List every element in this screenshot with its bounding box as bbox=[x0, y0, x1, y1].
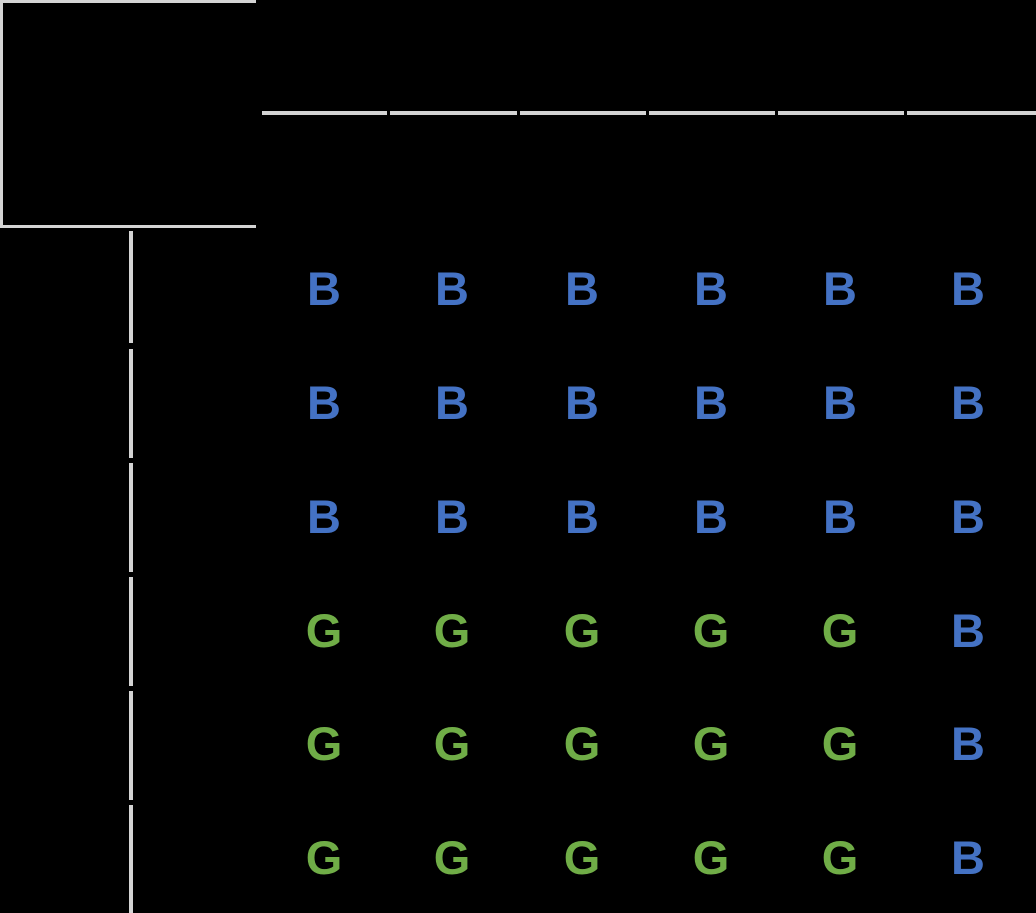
grid-cell-r3-c6: B bbox=[951, 490, 985, 543]
grid-cell-r1-c6: B bbox=[951, 262, 985, 315]
grid-cell-r3-c3: B bbox=[565, 490, 599, 543]
corner-header-box bbox=[0, 0, 256, 228]
grid-cell-r6-c1: G bbox=[305, 831, 343, 884]
grid-cell-r5-c1: G bbox=[305, 717, 343, 770]
column-header-rule-2 bbox=[390, 111, 517, 115]
grid-cell-r6-c5: G bbox=[821, 831, 859, 884]
grid-cell-r3-c2: B bbox=[435, 490, 469, 543]
grid-cell-r4-c6: B bbox=[951, 604, 985, 657]
grid-cell-r5-c2: G bbox=[433, 717, 471, 770]
grid-cell-r5-c5: G bbox=[821, 717, 859, 770]
row-header-rule-4 bbox=[129, 577, 133, 686]
grid-cell-r6-c2: G bbox=[433, 831, 471, 884]
grid-cell-r1-c1: B bbox=[307, 262, 341, 315]
row-header-rule-6 bbox=[129, 805, 133, 913]
grid-cell-r5-c3: G bbox=[563, 717, 601, 770]
grid-cell-r2-c3: B bbox=[565, 376, 599, 429]
grid-cell-r2-c5: B bbox=[823, 376, 857, 429]
grid-cell-r2-c6: B bbox=[951, 376, 985, 429]
grid-cell-r1-c5: B bbox=[823, 262, 857, 315]
row-header-rule-5 bbox=[129, 691, 133, 800]
column-header-rule-4 bbox=[649, 111, 775, 115]
grid-cell-r3-c5: B bbox=[823, 490, 857, 543]
row-header-rule-1 bbox=[129, 231, 133, 343]
grid-cell-r6-c4: G bbox=[692, 831, 730, 884]
grid-cell-r3-c1: B bbox=[307, 490, 341, 543]
row-header-rule-2 bbox=[129, 349, 133, 458]
column-header-rule-3 bbox=[520, 111, 646, 115]
grid-cell-r6-c3: G bbox=[563, 831, 601, 884]
row-header-rule-3 bbox=[129, 463, 133, 572]
grid-cell-r5-c4: G bbox=[692, 717, 730, 770]
grid-cell-r5-c6: B bbox=[951, 717, 985, 770]
grid-cell-r1-c4: B bbox=[694, 262, 728, 315]
grid-cell-r4-c3: G bbox=[563, 604, 601, 657]
grid-cell-r4-c4: G bbox=[692, 604, 730, 657]
grid-cell-r2-c4: B bbox=[694, 376, 728, 429]
column-header-rule-6 bbox=[907, 111, 1036, 115]
grid-cell-r2-c1: B bbox=[307, 376, 341, 429]
grid-cell-r4-c5: G bbox=[821, 604, 859, 657]
grid-cell-r2-c2: B bbox=[435, 376, 469, 429]
grid-cell-r1-c3: B bbox=[565, 262, 599, 315]
grid-cell-r6-c6: B bbox=[951, 831, 985, 884]
column-header-rule-1 bbox=[262, 111, 387, 115]
grid-cell-r4-c1: G bbox=[305, 604, 343, 657]
grid-cell-r3-c4: B bbox=[694, 490, 728, 543]
column-header-rule-5 bbox=[778, 111, 904, 115]
grid-cell-r1-c2: B bbox=[435, 262, 469, 315]
grid-cell-r4-c2: G bbox=[433, 604, 471, 657]
